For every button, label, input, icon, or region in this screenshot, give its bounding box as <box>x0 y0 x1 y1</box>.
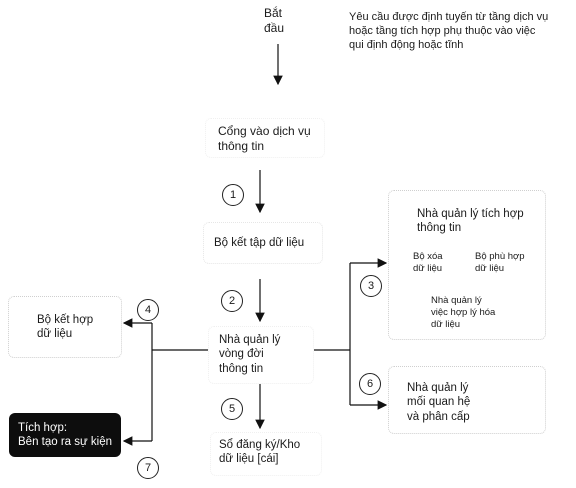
registry-node: Sổ đăng ký/Kho dữ liệu [cái] <box>210 432 322 476</box>
combiner-node: Bộ kết hợp dữ liệu <box>8 296 122 358</box>
harmonizer-label: Nhà quản lý việc hợp lý hóa dữ liệu <box>431 295 496 330</box>
routing-note: Yêu cầu được định tuyến từ tầng dịch vụ … <box>349 11 549 51</box>
enricher-label: Bộ phù hợp dữ liệu <box>475 251 525 274</box>
step-3-badge: 3 <box>360 275 382 297</box>
aggregator-node: Bộ kết tập dữ liệu <box>203 222 323 264</box>
step-4-badge: 4 <box>137 299 159 321</box>
combiner-label: Bộ kết hợp dữ liệu <box>37 314 94 341</box>
step-5-badge: 5 <box>221 398 243 420</box>
event-integration-node: Tích hợp: Bên tạo ra sự kiện <box>9 413 121 457</box>
gateway-node: Cổng vào dịch vụ thông tin <box>205 118 325 158</box>
relationship-manager-label: Nhà quản lý mối quan hệ và phân cấp <box>407 382 471 423</box>
integration-manager-group: Nhà quản lý tích hợp thông tin Bộ xóa dữ… <box>388 190 546 340</box>
relationship-manager-node: Nhà quản lý mối quan hệ và phân cấp <box>388 366 546 434</box>
gateway-label: Cổng vào dịch vụ thông tin <box>218 124 311 153</box>
step-6-badge: 6 <box>359 373 381 395</box>
step-1-badge: 1 <box>222 184 244 206</box>
step-2-badge: 2 <box>221 290 243 312</box>
registry-label: Sổ đăng ký/Kho dữ liệu [cái] <box>219 439 301 466</box>
cleanser-label: Bộ xóa dữ liệu <box>413 251 443 274</box>
aggregator-label: Bộ kết tập dữ liệu <box>214 237 305 249</box>
step-7-badge: 7 <box>137 457 159 479</box>
start-label: Bắt đầu <box>264 6 285 35</box>
lifecycle-label: Nhà quản lý vòng đời thông tin <box>219 334 281 375</box>
integration-manager-label: Nhà quản lý tích hợp thông tin <box>417 208 524 235</box>
lifecycle-node: Nhà quản lý vòng đời thông tin <box>208 326 314 384</box>
event-integration-label: Tích hợp: Bên tạo ra sự kiện <box>18 422 112 449</box>
